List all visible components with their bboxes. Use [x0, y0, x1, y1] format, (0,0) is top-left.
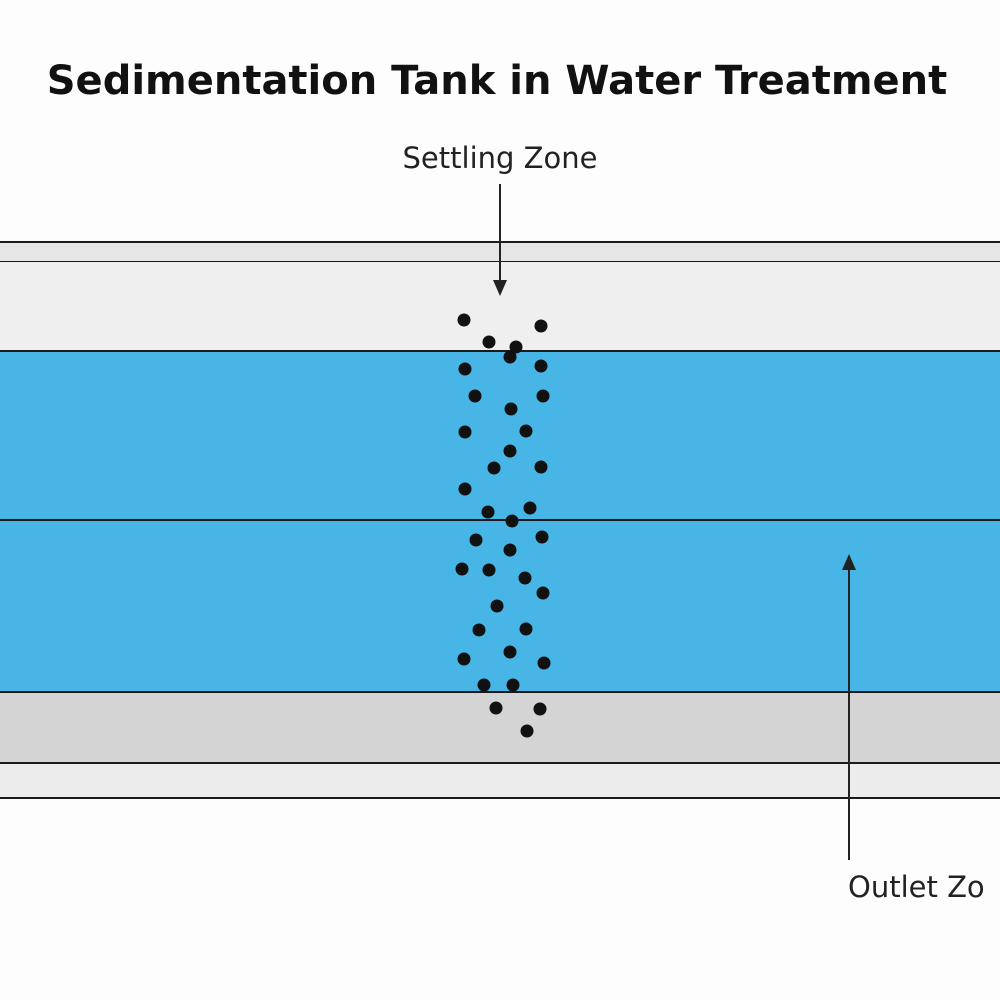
particle [535, 530, 549, 544]
particle [534, 319, 548, 333]
particle [455, 562, 469, 576]
diagram-title: Sedimentation Tank in Water Treatment [47, 58, 948, 104]
particle [536, 586, 550, 600]
particle [503, 444, 517, 458]
settling-zone-label: Settling Zone [403, 141, 598, 175]
particle [469, 533, 483, 547]
particle [503, 543, 517, 557]
particle [490, 599, 504, 613]
particle [481, 505, 495, 519]
particle [457, 313, 471, 327]
outlet-zone-arrow-head [842, 554, 856, 570]
particle [489, 701, 503, 715]
particle [468, 389, 482, 403]
particle [533, 702, 547, 716]
particle [523, 501, 537, 515]
particle [457, 652, 471, 666]
particle [520, 724, 534, 738]
particle [482, 335, 496, 349]
particle [458, 362, 472, 376]
particle [518, 571, 532, 585]
particle [506, 678, 520, 692]
tank-bottom-wall [0, 764, 1000, 798]
tank-water-upper [0, 351, 1000, 520]
particle [458, 425, 472, 439]
particle [536, 389, 550, 403]
particle [504, 402, 518, 416]
particle [482, 563, 496, 577]
particle [534, 460, 548, 474]
particle [458, 482, 472, 496]
particle [503, 350, 517, 364]
particle [519, 424, 533, 438]
settling-zone-arrow-head [493, 280, 507, 296]
particle [509, 340, 523, 354]
particle [537, 656, 551, 670]
particle [519, 622, 533, 636]
outlet-zone-label: Outlet Zo [848, 870, 985, 904]
particle [505, 514, 519, 528]
particle [503, 645, 517, 659]
settling-particles [455, 313, 551, 738]
particle [477, 678, 491, 692]
particle [487, 461, 501, 475]
particle [472, 623, 486, 637]
particle [534, 359, 548, 373]
